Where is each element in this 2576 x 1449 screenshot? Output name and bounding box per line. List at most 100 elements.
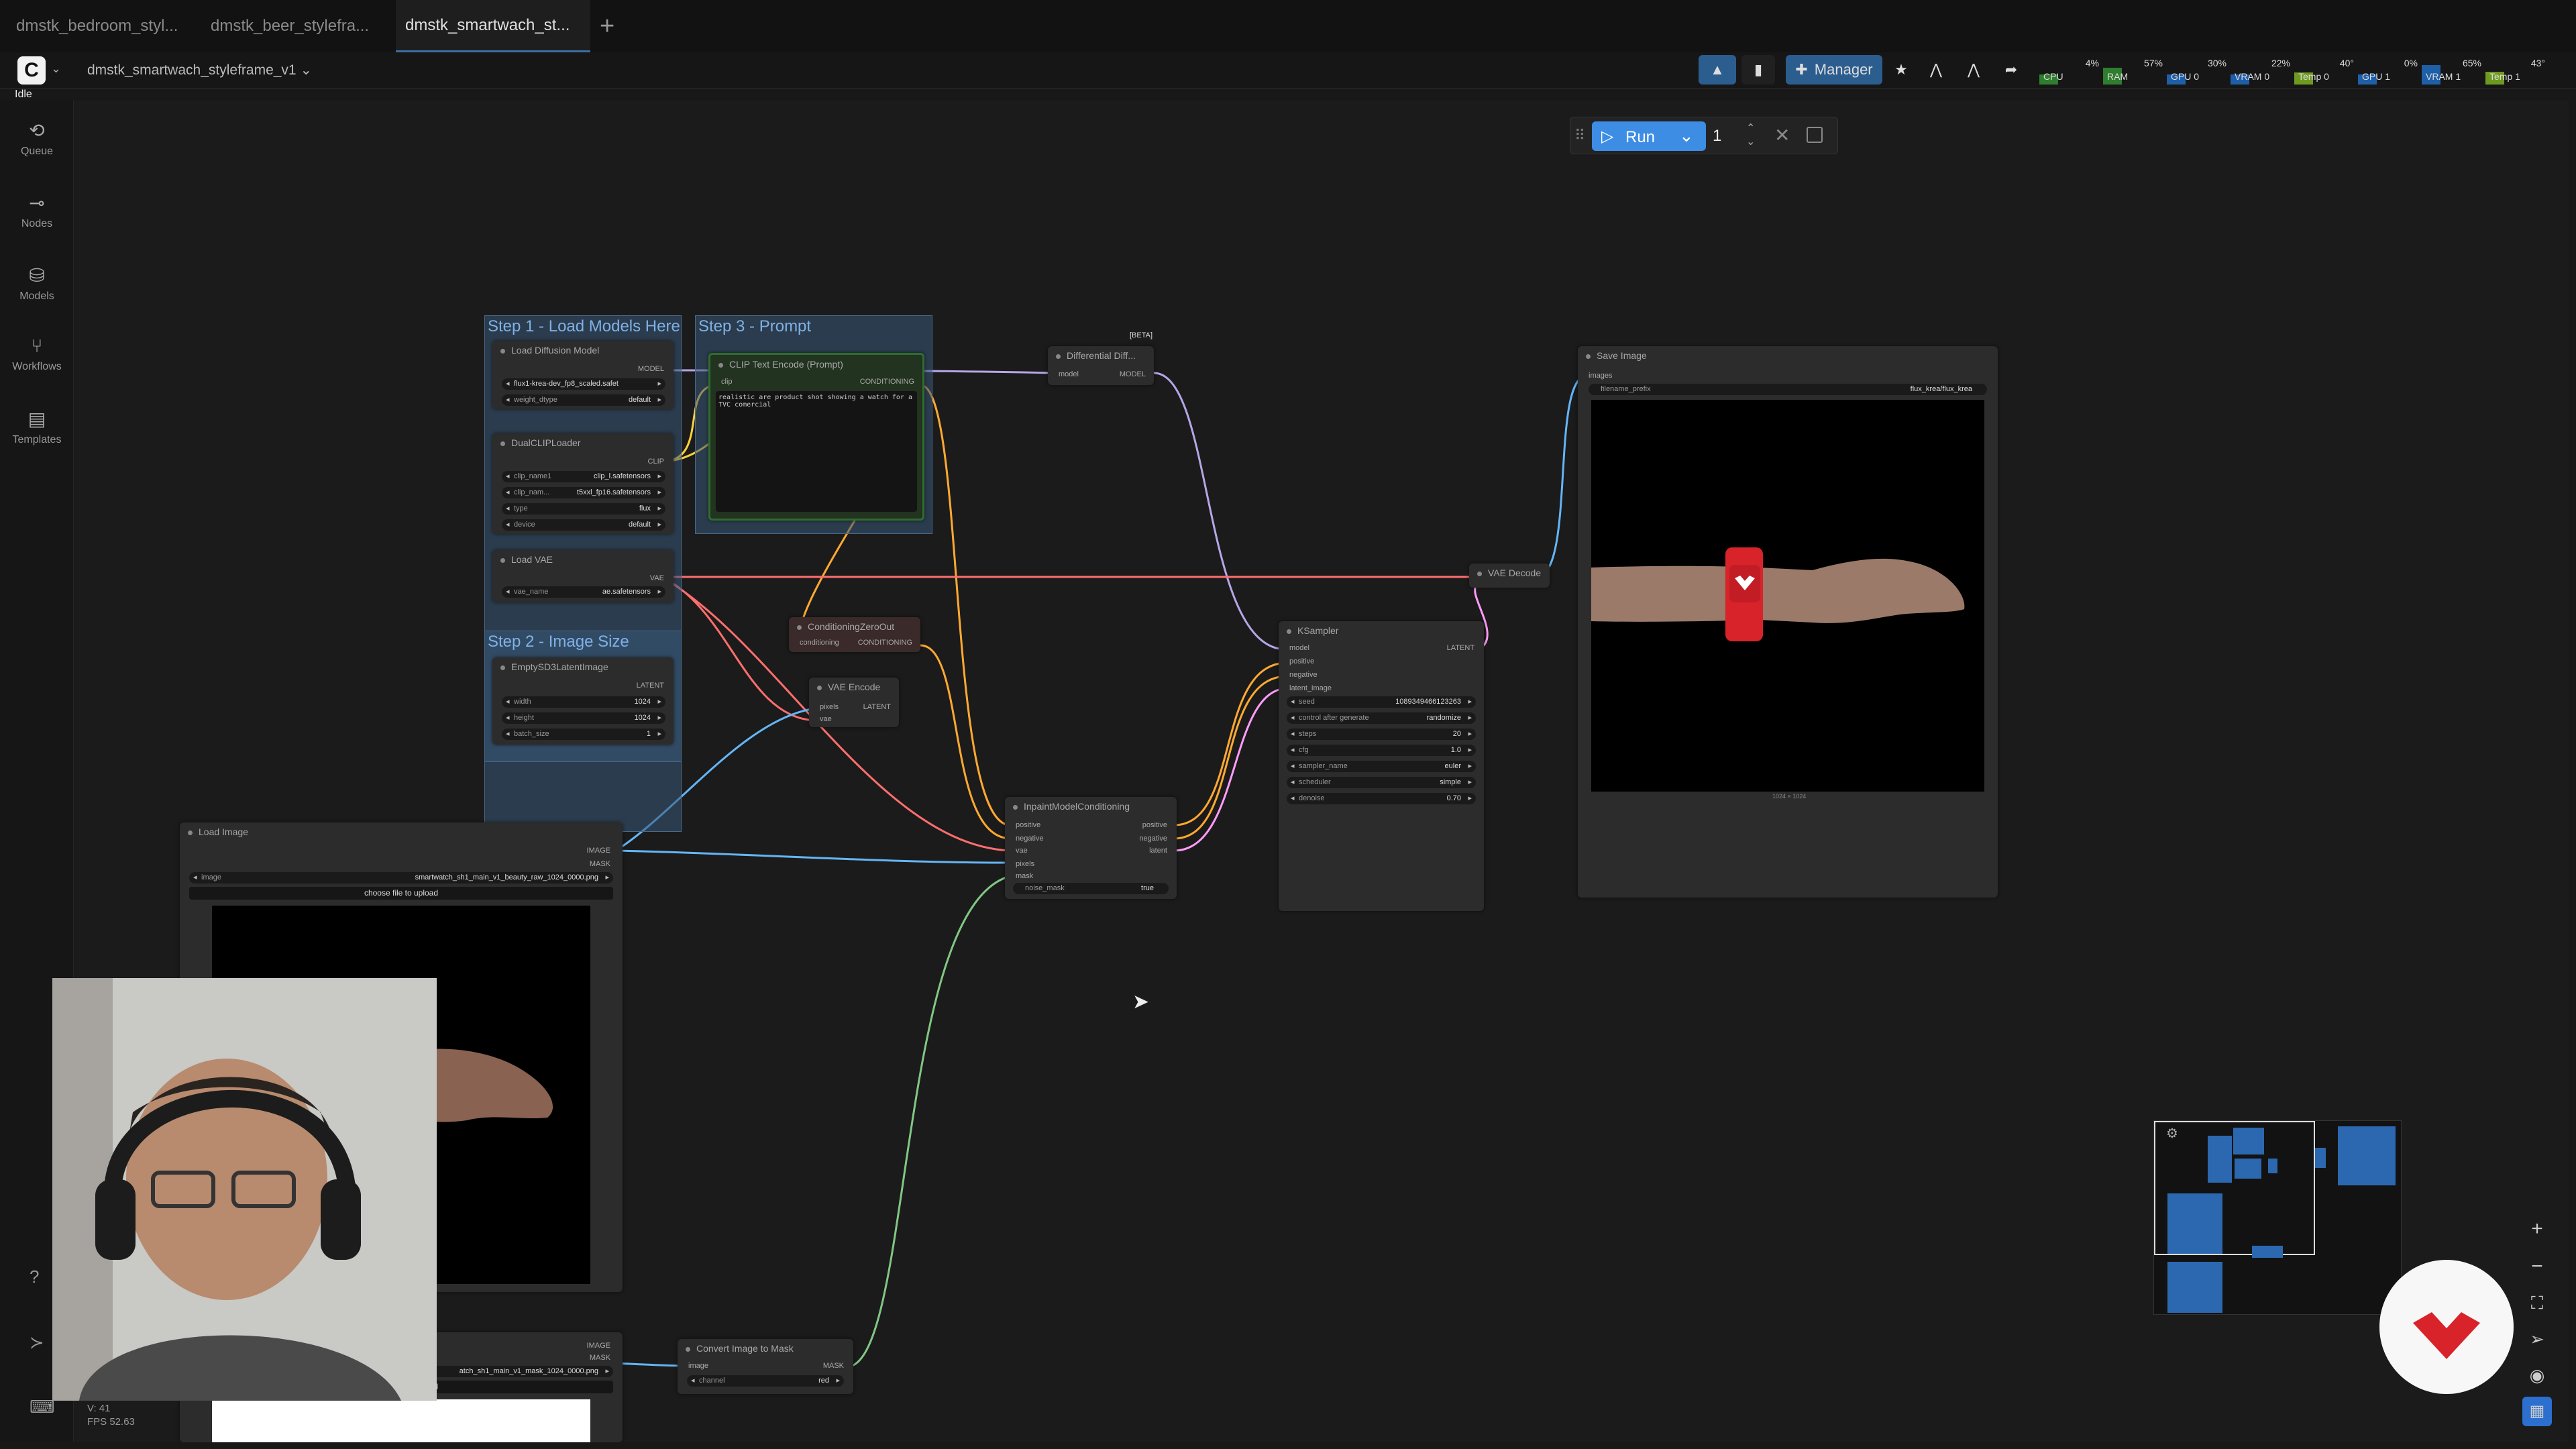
input-slot[interactable]: latent_image	[1289, 684, 1332, 692]
terminal-icon[interactable]: ≻	[30, 1332, 44, 1352]
run-button[interactable]: ▷ Run ⌄	[1592, 121, 1706, 151]
stop-icon[interactable]	[1807, 127, 1823, 143]
sidebar-item-models[interactable]: ⛁ Models	[0, 264, 74, 303]
tab-beer[interactable]: dmstk_beer_stylefra...	[211, 17, 370, 35]
output-slot[interactable]: positive	[1142, 821, 1167, 829]
close-icon[interactable]: ✕	[1774, 125, 1790, 146]
output-slot[interactable]: MASK	[589, 860, 610, 868]
node-conditioning-zero-out[interactable]: ConditioningZeroOut conditioning CONDITI…	[789, 617, 920, 652]
node-load-diffusion-model[interactable]: Load Diffusion Model MODEL ◂flux1-krea-d…	[492, 341, 674, 409]
comfy-logo-icon[interactable]: C	[17, 56, 46, 85]
add-tab-button[interactable]: +	[600, 11, 615, 40]
output-slot[interactable]: latent	[1149, 847, 1167, 855]
input-slot[interactable]: image	[688, 1362, 708, 1370]
visibility-icon[interactable]: ◉	[2529, 1365, 2545, 1385]
upload-button[interactable]: choose file to upload	[189, 887, 613, 900]
node-collapse-dot[interactable]	[1013, 805, 1018, 810]
input-slot[interactable]: negative	[1016, 835, 1044, 843]
node-vae-encode[interactable]: VAE Encode pixels vae LATENT	[809, 678, 899, 727]
output-slot[interactable]: LATENT	[863, 703, 891, 711]
node-collapse-dot[interactable]	[686, 1347, 690, 1352]
minimap-toggle-icon[interactable]: ▦	[2522, 1397, 2552, 1426]
node-collapse-dot[interactable]	[500, 441, 505, 446]
input-slot[interactable]: positive	[1289, 657, 1315, 665]
node-collapse-dot[interactable]	[1287, 629, 1291, 634]
output-slot[interactable]: MASK	[589, 1354, 610, 1362]
combo-widget[interactable]: ◂clip_nam...t5xxl_fp16.safetensors▸	[502, 487, 665, 498]
node-convert-image-to-mask[interactable]: Convert Image to Mask image MASK ◂channe…	[678, 1339, 853, 1394]
node-collapse-dot[interactable]	[500, 665, 505, 670]
output-slot[interactable]: MODEL	[1119, 370, 1146, 378]
chevron-down-icon[interactable]: ⌄	[1679, 125, 1694, 146]
input-slot[interactable]: mask	[1016, 872, 1034, 880]
output-slot[interactable]: CLIP	[647, 458, 664, 466]
tab-bedroom[interactable]: dmstk_bedroom_styl...	[16, 17, 178, 35]
keyboard-icon[interactable]: ⌨	[30, 1397, 55, 1417]
node-collapse-dot[interactable]	[500, 349, 505, 354]
output-slot[interactable]: CONDITIONING	[857, 639, 912, 647]
input-slot[interactable]: model	[1059, 370, 1079, 378]
pointer-mode-icon[interactable]: ➢	[2530, 1329, 2544, 1349]
manager-button[interactable]: ✚ Manager	[1786, 55, 1882, 85]
minimap-settings-icon[interactable]: ⚙	[2166, 1126, 2178, 1141]
input-slot[interactable]: model	[1289, 644, 1309, 652]
input-slot[interactable]: vae	[1016, 847, 1028, 855]
node-collapse-dot[interactable]	[1056, 354, 1061, 359]
node-ksampler[interactable]: KSampler model positive negative latent_…	[1279, 621, 1484, 911]
output-slot[interactable]: IMAGE	[586, 847, 610, 855]
tab-smartwatch[interactable]: dmstk_smartwach_st...	[396, 0, 590, 52]
output-slot[interactable]: MODEL	[637, 365, 664, 373]
combo-widget[interactable]: ◂flux1-krea-dev_fp8_scaled.safet▸	[502, 378, 665, 390]
input-slot[interactable]: negative	[1289, 671, 1318, 679]
node-differential-diffusion[interactable]: [BETA] Differential Diff... model MODEL	[1048, 331, 1154, 385]
star-icon[interactable]: ★	[1894, 61, 1908, 78]
input-slot[interactable]: images	[1589, 372, 1613, 380]
output-slot[interactable]: LATENT	[1446, 644, 1474, 652]
workflow-title[interactable]: dmstk_smartwach_styleframe_v1 ⌄	[87, 62, 313, 78]
zoom-in-icon[interactable]: +	[2531, 1218, 2543, 1240]
input-slot[interactable]: positive	[1016, 821, 1041, 829]
node-collapse-dot[interactable]	[817, 686, 822, 690]
input-slot[interactable]: vae	[820, 715, 832, 723]
input-slot[interactable]: pixels	[1016, 860, 1035, 868]
node-collapse-dot[interactable]	[500, 558, 505, 563]
output-slot[interactable]: MASK	[822, 1362, 844, 1370]
node-collapse-dot[interactable]	[1477, 572, 1482, 576]
input-slot[interactable]: clip	[721, 378, 733, 386]
bookmark-icon[interactable]: ▮	[1741, 55, 1775, 85]
prompt-textarea[interactable]: realistic are product shot showing a wat…	[716, 391, 917, 512]
output-slot[interactable]: negative	[1139, 835, 1167, 843]
node-collapse-dot[interactable]	[718, 363, 723, 368]
sidebar-item-queue[interactable]: ⟲ Queue	[0, 119, 74, 158]
model-icon[interactable]: ⋀	[1929, 61, 1943, 78]
node-collapse-dot[interactable]	[797, 625, 802, 630]
batch-count-input[interactable]: 1	[1713, 127, 1722, 145]
output-slot[interactable]: IMAGE	[586, 1342, 610, 1350]
model-alt-icon[interactable]: ⋀	[1967, 61, 1980, 78]
queue-mode-icon[interactable]: ▲	[1699, 55, 1736, 85]
node-inpaint-model-conditioning[interactable]: InpaintModelConditioning positive negati…	[1005, 797, 1177, 899]
stepper-icon[interactable]: ⌃⌄	[1746, 123, 1756, 148]
fit-view-icon[interactable]: ⛶	[2530, 1293, 2544, 1313]
node-clip-text-encode[interactable]: CLIP Text Encode (Prompt) clip CONDITION…	[708, 353, 924, 521]
sidebar-item-nodes[interactable]: ⊸ Nodes	[0, 192, 74, 230]
